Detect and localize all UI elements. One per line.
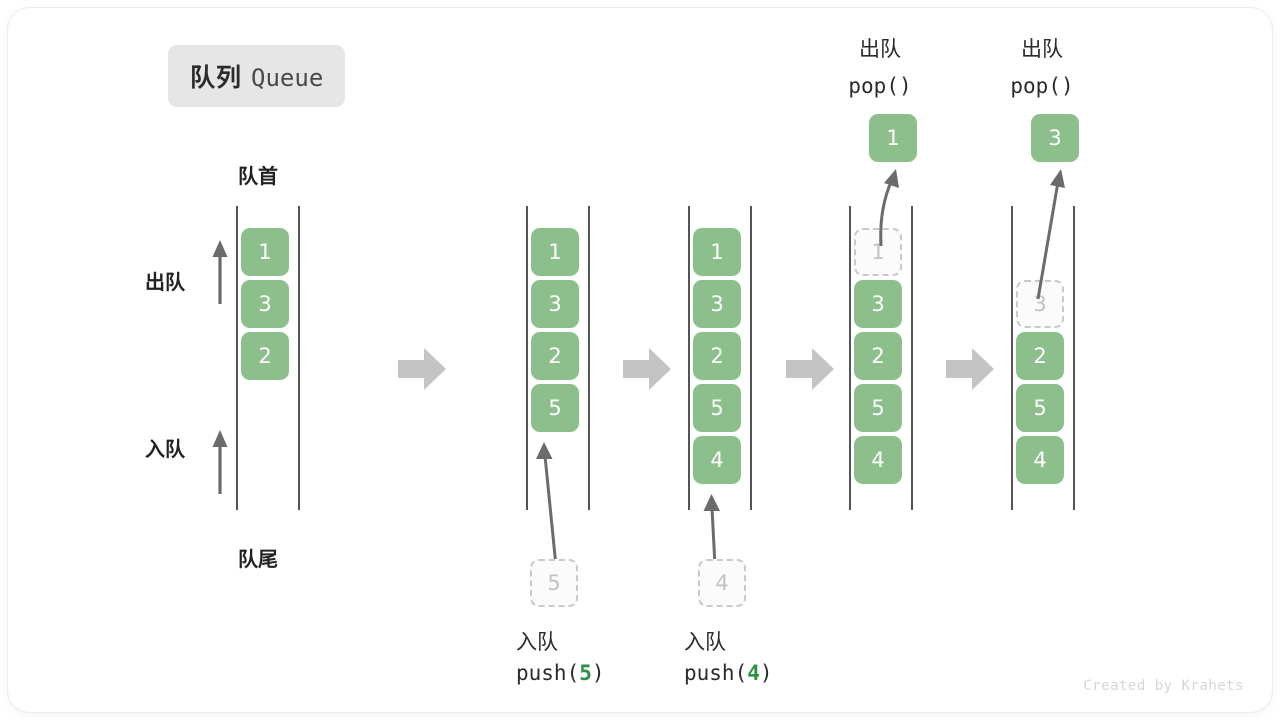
pop-1-caption-cn: 出队 <box>859 38 901 61</box>
queue-item: 5 <box>531 384 579 432</box>
pop-1-caption-code: pop() <box>848 74 912 98</box>
push-4-caption-cn: 入队 <box>684 631 726 654</box>
dequeue-up-arrow-icon <box>212 240 228 304</box>
pop-3-caption: 出队 pop() <box>1006 32 1078 104</box>
credit-text: Created by Krahets <box>1083 678 1244 694</box>
title-badge: 队列 Queue <box>168 45 346 107</box>
enqueue-side-label: 入队 <box>145 439 185 461</box>
pop-3-result-box: 3 <box>1031 114 1079 162</box>
step-arrow-icon <box>786 348 834 390</box>
rail-left <box>1011 206 1013 510</box>
rail-right <box>750 206 752 510</box>
rail-right <box>911 206 913 510</box>
push-4-caption: 入队 push(4) <box>684 628 773 688</box>
pop-3-arrow-icon <box>1036 169 1065 300</box>
queue-item: 4 <box>693 436 741 484</box>
push-4-caption-code: push(4) <box>684 661 773 685</box>
queue-item: 5 <box>693 384 741 432</box>
step-arrow-icon <box>946 348 994 390</box>
pop-3-caption-cn: 出队 <box>1021 38 1063 61</box>
queue-item: 3 <box>693 280 741 328</box>
push-5-caption: 入队 push(5) <box>516 628 605 688</box>
push-4-arrow-icon <box>703 494 720 567</box>
rail-left <box>688 206 690 510</box>
queue-item: 2 <box>531 332 579 380</box>
pop-1-result-box: 1 <box>869 114 917 162</box>
queue-head-label: 队首 <box>238 166 278 188</box>
queue-item: 2 <box>1016 332 1064 380</box>
queue-tail-label: 队尾 <box>238 549 278 571</box>
queue-item: 5 <box>1016 384 1064 432</box>
title-cn: 队列 <box>190 64 243 92</box>
enqueue-up-arrow-icon <box>212 430 228 494</box>
push-5-caption-code: push(5) <box>516 661 605 685</box>
push-4-ghost-box: 4 <box>698 559 746 607</box>
pop-1-caption: 出队 pop() <box>844 32 916 104</box>
rail-left <box>526 206 528 510</box>
queue-item: 1 <box>241 228 289 276</box>
push-5-ghost-box: 5 <box>530 559 578 607</box>
rail-right <box>1073 206 1075 510</box>
queue-item: 4 <box>854 436 902 484</box>
queue-item: 1 <box>531 228 579 276</box>
queue-item: 2 <box>241 332 289 380</box>
queue-item: 3 <box>854 280 902 328</box>
dequeue-side-label: 出队 <box>145 272 185 294</box>
rail-right <box>588 206 590 510</box>
push-5-arrow-icon <box>536 442 558 567</box>
queue-item-ghost: 1 <box>854 228 902 276</box>
rail-left <box>849 206 851 510</box>
push-5-caption-cn: 入队 <box>516 631 558 654</box>
queue-item: 4 <box>1016 436 1064 484</box>
queue-item: 3 <box>241 280 289 328</box>
title-en: Queue <box>251 64 324 92</box>
rail-left <box>236 206 238 510</box>
queue-item: 2 <box>854 332 902 380</box>
queue-item: 2 <box>693 332 741 380</box>
pop-3-caption-code: pop() <box>1010 74 1074 98</box>
step-arrow-icon <box>623 348 671 390</box>
queue-item: 5 <box>854 384 902 432</box>
step-arrow-icon <box>398 348 446 390</box>
pop-1-arrow-icon <box>879 169 899 247</box>
queue-item: 3 <box>531 280 579 328</box>
rail-right <box>298 206 300 510</box>
queue-item: 1 <box>693 228 741 276</box>
